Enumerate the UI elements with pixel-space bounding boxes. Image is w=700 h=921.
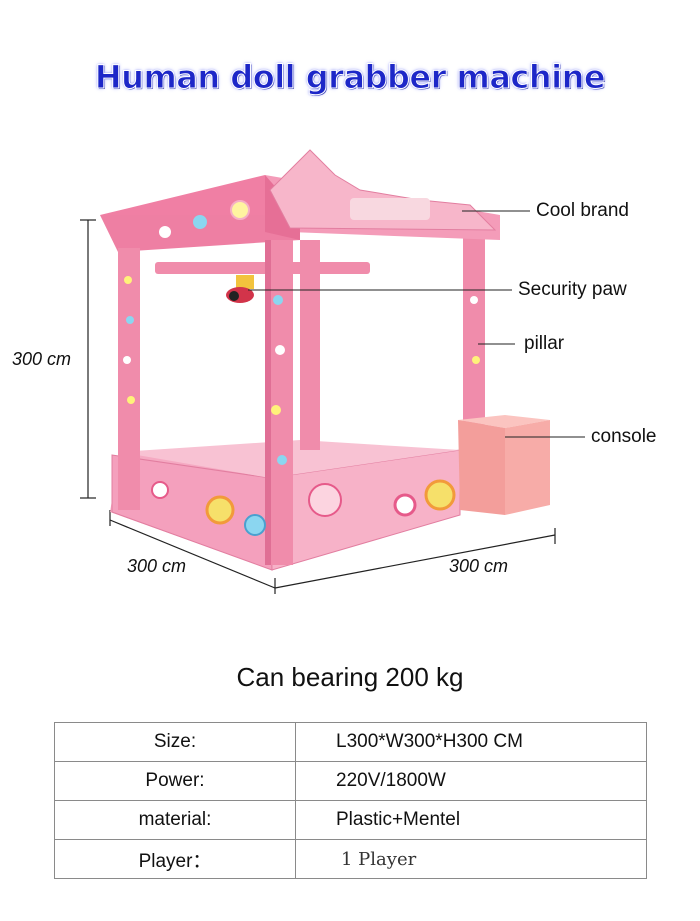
- callout-security-paw: Security paw: [518, 279, 627, 300]
- brand-sign: [269, 149, 497, 231]
- callout-console: console: [591, 426, 657, 447]
- spec-value: 220V/1800W: [295, 761, 647, 801]
- spec-label: Player：: [54, 839, 296, 879]
- dimension-length: 300 cm: [449, 556, 509, 576]
- claw-paw: [226, 275, 254, 303]
- spec-label: Power:: [54, 761, 296, 801]
- candy-decorations: [123, 200, 480, 536]
- dimension-lines: [80, 219, 556, 594]
- spec-table: Size: L300*W300*H300 CM Power: 220V/1800…: [54, 722, 647, 879]
- dimension-width: 300 cm: [127, 556, 187, 576]
- callout-cool-brand: Cool brand: [536, 200, 629, 221]
- callout-pillar: pillar: [524, 333, 565, 354]
- table-row: Power: 220V/1800W: [54, 761, 647, 801]
- spec-value: 1 Player: [295, 839, 647, 879]
- callout-lines: [248, 210, 585, 438]
- table-row: material: Plastic+Mentel: [54, 800, 647, 840]
- spec-value: L300*W300*H300 CM: [295, 722, 647, 762]
- spec-label: Size:: [54, 722, 296, 762]
- table-row: Player： 1 Player: [54, 839, 647, 879]
- table-row: Size: L300*W300*H300 CM: [54, 722, 647, 762]
- spec-label: material:: [54, 800, 296, 840]
- page-title: Human doll grabber machine: [94, 58, 606, 97]
- bearing-capacity: Can bearing 200 kg: [236, 662, 464, 692]
- machine-illustration: [80, 149, 585, 594]
- console-box: [458, 415, 550, 515]
- spec-value: Plastic+Mentel: [295, 800, 647, 840]
- dimension-height: 300 cm: [12, 349, 72, 369]
